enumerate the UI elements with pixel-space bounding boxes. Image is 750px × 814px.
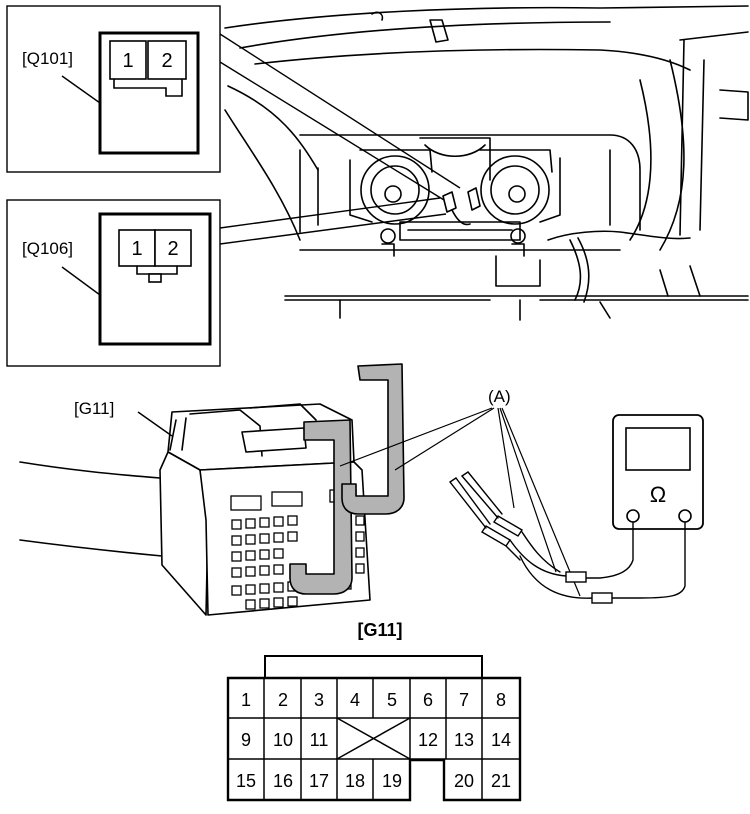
g11-pin-number: 1 (241, 690, 251, 710)
q106-lock-nub (148, 273, 162, 283)
g11-lock-tab (264, 655, 483, 679)
g11-pin-number: 12 (418, 730, 438, 750)
g11-pin-number: 4 (350, 690, 360, 710)
q101-pin-cell (109, 40, 147, 80)
g11-pin-number: 6 (423, 690, 433, 710)
q106-pin-label: 1 (131, 238, 142, 260)
g11-pin-number: 13 (454, 730, 474, 750)
q106-pin-cell (154, 229, 192, 267)
g11-pin-number: 11 (310, 730, 329, 750)
g11-pin-number: 18 (345, 771, 365, 791)
q101-leader-line (61, 75, 101, 104)
g11-pin-number: 15 (236, 771, 256, 791)
g11-pin-number: 10 (273, 730, 293, 750)
g11-pin-number: 16 (273, 771, 293, 791)
g11-pin-number: 5 (387, 690, 397, 710)
ohmmeter: Ω (612, 414, 704, 530)
q106-pin-label: 2 (167, 238, 178, 260)
ohmmeter-display (625, 427, 691, 471)
q101-lock-tab (113, 79, 183, 97)
g11-pin-number: 3 (314, 690, 324, 710)
ohm-symbol: Ω (650, 482, 666, 507)
q101-label: [Q101] (22, 49, 73, 68)
g11-pin-number: 20 (454, 771, 474, 791)
q101-pin-label: 2 (161, 50, 172, 72)
ohmmeter-jack (626, 509, 640, 523)
test-leads (449, 471, 686, 604)
ohmmeter-jack (678, 509, 692, 523)
a-leader-lines (339, 407, 581, 597)
g11-pin-number: 19 (382, 771, 402, 791)
g11-pin-number: 7 (459, 690, 469, 710)
g11-pin-number: 21 (491, 771, 511, 791)
g11-test-probes (289, 363, 405, 595)
q106-leader-line (61, 266, 101, 296)
g11-pin-layout-title: [G11] (357, 620, 402, 640)
q101-pin-cell (147, 40, 187, 80)
q101-pin-label: 1 (122, 50, 133, 72)
q106-label: [Q106] (22, 239, 73, 258)
g11-pin-number: 8 (496, 690, 506, 710)
g11-connector-label: [G11] (74, 399, 114, 418)
g11-pin-number: 9 (241, 730, 251, 750)
a-probes-label: (A) (488, 387, 511, 406)
g11-pin-layout: [G11] (226, 620, 522, 802)
g11-pin-number: 2 (278, 690, 288, 710)
g11-pin-number: 17 (309, 771, 329, 791)
inset-pointer-lines (219, 33, 461, 245)
engine-bay-illustration (224, 5, 749, 321)
g11-pin-number: 14 (491, 730, 511, 750)
q106-inset: [Q106] 1 2 (6, 199, 221, 367)
g11-leader-line (137, 411, 173, 437)
q101-inset: [Q101] 1 2 (6, 5, 221, 173)
